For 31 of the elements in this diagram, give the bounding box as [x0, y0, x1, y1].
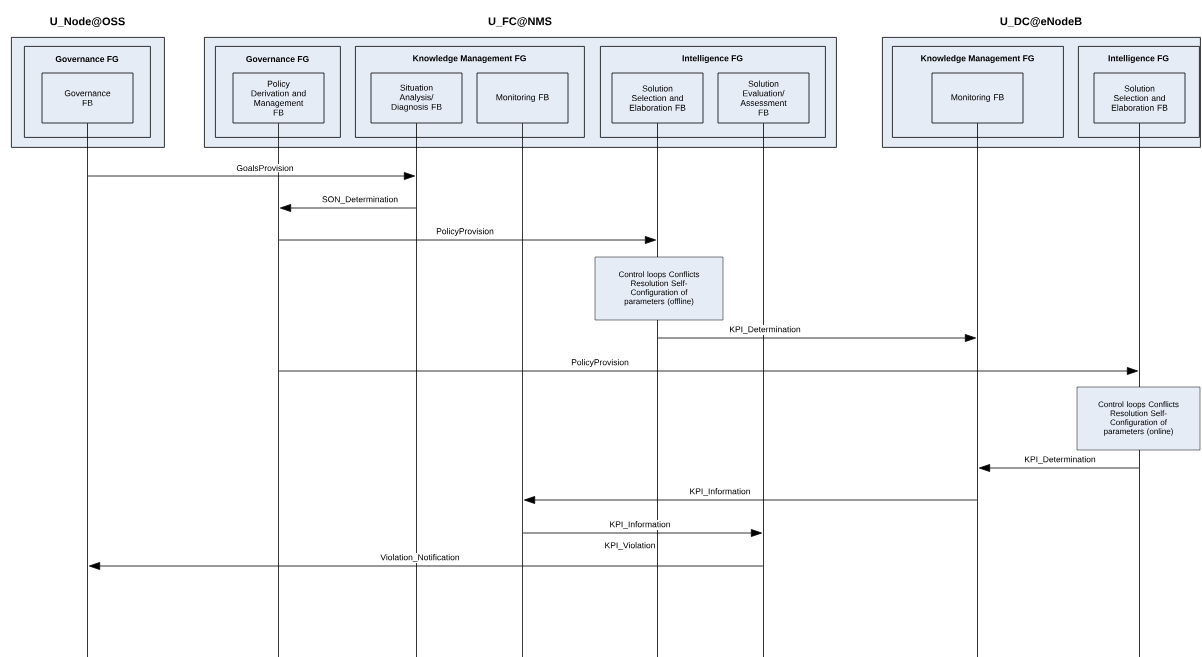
edge-label: Violation_Notification [380, 554, 460, 562]
function-box: Governance FB [41, 72, 134, 124]
edge-label: KPI_Determination [730, 326, 801, 334]
node-label: U_Node@OSS [50, 17, 125, 27]
edge-label: SON_Determination [322, 196, 398, 204]
message-arrow [657, 334, 977, 342]
function-box: Solution Evaluation/ Assessment FB [717, 72, 810, 124]
function-box: Solution Selection and Elaboration FB [1093, 72, 1186, 124]
message-arrow [87, 172, 416, 180]
message-arrow [522, 529, 763, 537]
edge-label: GoalsProvision [236, 164, 293, 172]
node-label: U_FC@NMS [488, 17, 552, 27]
edge-label: KPI_Information [610, 521, 670, 529]
function-box: Monitoring FB [476, 72, 569, 124]
edge-label: PolicyProvision [436, 228, 494, 236]
message-arrow [278, 236, 657, 244]
message-arrow [278, 367, 1139, 375]
node-label: U_DC@eNodeB [1000, 17, 1082, 27]
message-arrow [88, 562, 764, 570]
message-arrow [523, 496, 978, 504]
edge-label: KPI_Determination [1025, 456, 1096, 464]
edge-label: PolicyProvision [571, 359, 629, 367]
note-box: Control loops Conflicts Resolution Self-Configuration of parameters (offline) [594, 256, 724, 321]
function-box: Policy Derivation and Management FB [232, 72, 325, 124]
edge-label: KPI_Information [690, 488, 750, 496]
note-box: Control loops Conflicts Resolution Self-Configuration of parameters (online) [1076, 386, 1201, 451]
function-box: Monitoring FB [931, 72, 1024, 124]
message-arrow [279, 204, 417, 212]
function-box: Solution Selection and Elaboration FB [611, 72, 704, 124]
message-arrow [978, 464, 1140, 472]
function-box: Situation Analysis/ Diagnosis FB [370, 72, 463, 124]
